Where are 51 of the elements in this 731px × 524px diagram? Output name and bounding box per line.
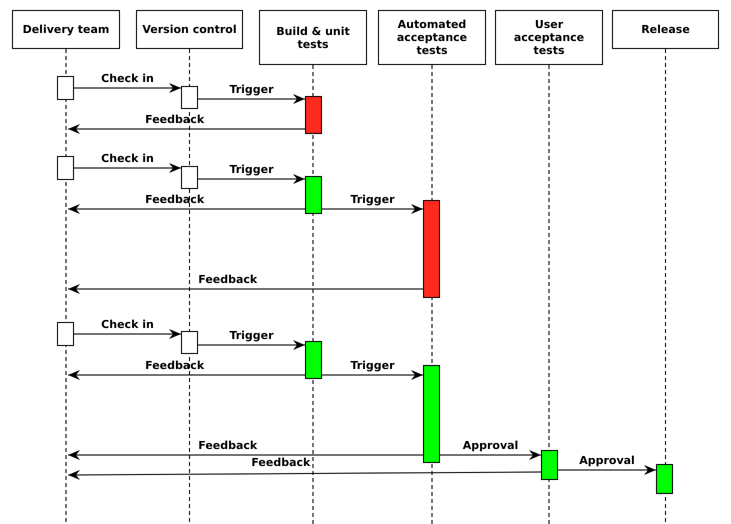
participant-box: Delivery team bbox=[12, 10, 120, 49]
arrow bbox=[68, 284, 424, 294]
edge-label: Feedback bbox=[145, 114, 204, 126]
edge-label: Trigger bbox=[229, 84, 274, 96]
edge-label: Feedback bbox=[198, 274, 258, 286]
edge-label: Check in bbox=[101, 319, 154, 331]
arrow bbox=[198, 174, 306, 184]
activation-bar bbox=[541, 450, 558, 480]
edge-label: Approval bbox=[462, 440, 518, 452]
arrow bbox=[558, 465, 656, 475]
arrow bbox=[440, 450, 542, 460]
participant-box: Automated acceptance tests bbox=[378, 10, 486, 65]
participant-box: Build & unit tests bbox=[259, 10, 367, 65]
arrow bbox=[68, 470, 542, 480]
arrow bbox=[198, 94, 306, 104]
edge-label: Trigger bbox=[350, 360, 395, 372]
arrow bbox=[198, 340, 306, 350]
activation-bar bbox=[656, 464, 673, 494]
activation-bar bbox=[181, 86, 198, 109]
arrow bbox=[74, 329, 182, 339]
activation-bar bbox=[423, 200, 440, 298]
edge-label: Check in bbox=[101, 153, 154, 165]
edge-label: Approval bbox=[579, 455, 635, 467]
activation-bar bbox=[305, 176, 322, 214]
activation-bar bbox=[57, 156, 74, 180]
participant-box: Version control bbox=[136, 10, 243, 49]
activation-bar bbox=[305, 341, 322, 379]
edge-label: Feedback bbox=[145, 360, 204, 372]
edge-label: Trigger bbox=[350, 194, 395, 206]
arrow bbox=[322, 204, 424, 214]
activation-bar bbox=[305, 96, 322, 134]
arrow bbox=[74, 83, 182, 93]
activation-bar bbox=[423, 365, 440, 463]
edge-label: Check in bbox=[101, 73, 154, 85]
arrow bbox=[322, 370, 424, 380]
arrow bbox=[68, 450, 424, 460]
activation-bar bbox=[181, 331, 198, 354]
activation-bar bbox=[57, 76, 74, 100]
participant-box: User acceptance tests bbox=[495, 10, 603, 65]
arrow bbox=[74, 163, 182, 173]
activation-bar bbox=[57, 322, 74, 346]
edge-label: Trigger bbox=[229, 330, 274, 342]
edge-label: Trigger bbox=[229, 164, 274, 176]
edge-label: Feedback bbox=[251, 457, 310, 469]
arrow bbox=[68, 124, 306, 134]
edge-label: Feedback bbox=[145, 194, 204, 206]
arrow bbox=[68, 370, 306, 380]
participant-box: Release bbox=[612, 10, 719, 49]
edge-label: Feedback bbox=[198, 440, 258, 452]
arrow bbox=[68, 204, 306, 214]
activation-bar bbox=[181, 166, 198, 189]
